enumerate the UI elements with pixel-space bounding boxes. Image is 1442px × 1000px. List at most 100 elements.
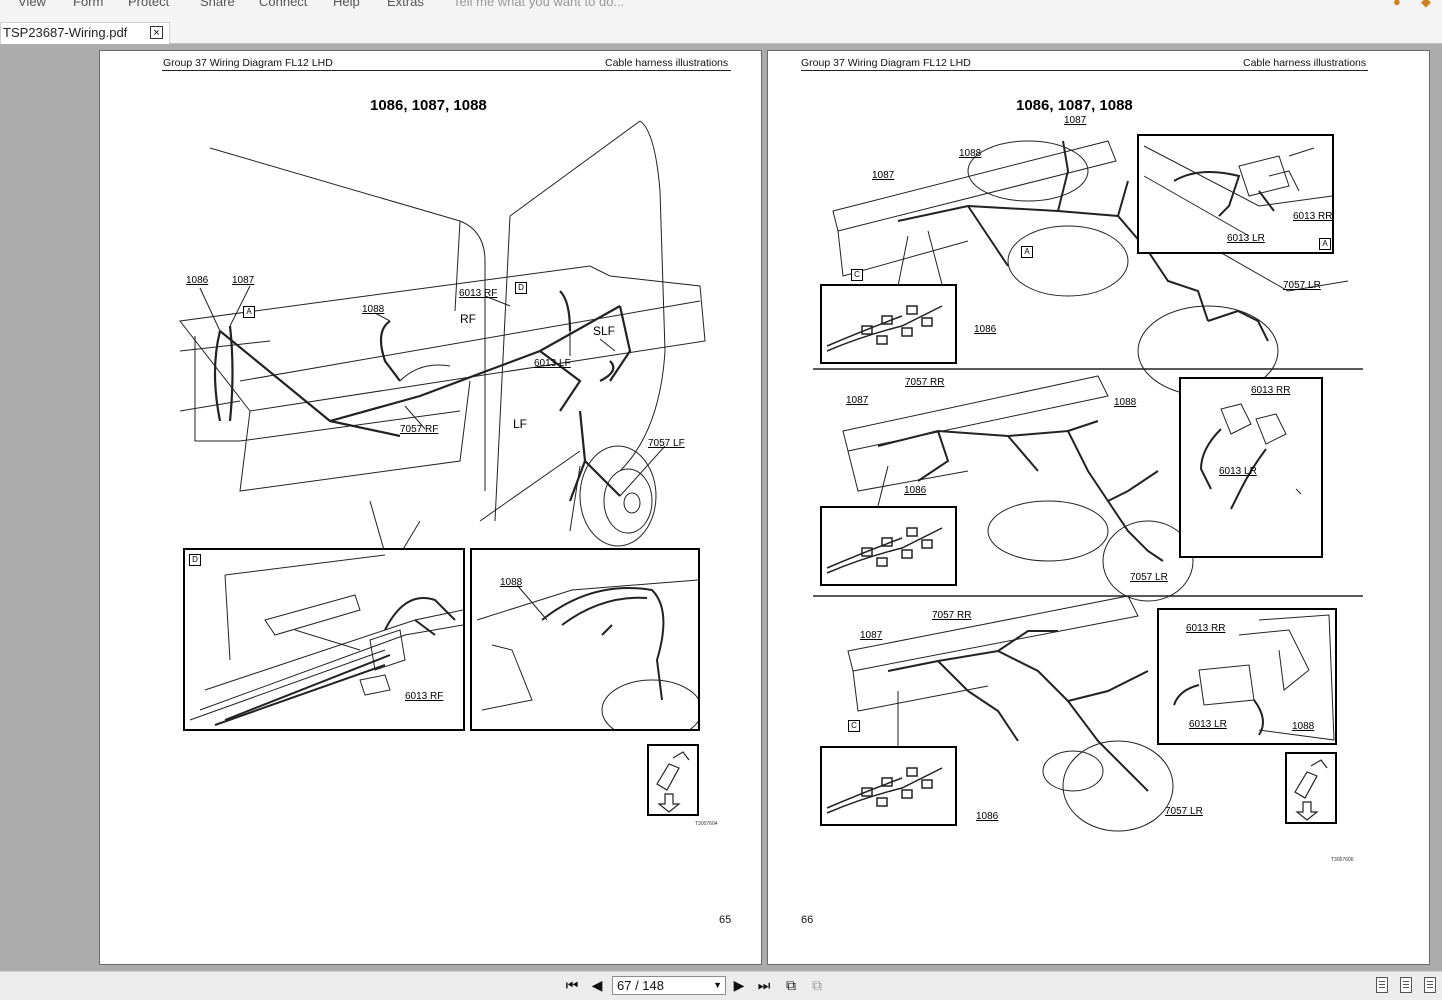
menu-share[interactable]: Share (200, 0, 235, 9)
menu-protect[interactable]: Protect (128, 0, 170, 9)
inset-callout-1088: 1088 (500, 577, 523, 588)
last-page-button[interactable]: ⏭ (757, 977, 771, 993)
menu-bar: View Form Protect Share Connect Help Ext… (0, 0, 1442, 10)
callout-7057-rr-bottom: 7057 RR (932, 610, 972, 621)
callout-1087-mid: 1087 (846, 395, 869, 406)
callout-1087-top: 1087 (1064, 115, 1087, 126)
callout-1086-top: 1086 (974, 324, 997, 335)
callout-lf: LF (513, 417, 528, 431)
inset-bottom-drawing (1173, 614, 1335, 741)
figure-code: T3007604 (695, 821, 718, 827)
status-bar: ⏮ ◀ 67 / 148 ▼ ▶ ⏭ ⧉ ⧉ (0, 971, 1442, 1000)
menu-connect[interactable]: Connect (259, 0, 308, 9)
previous-page-button[interactable]: ◀ (591, 977, 603, 993)
callout-1088-top: 1088 (959, 148, 982, 159)
callout-7057-lr-bottom: 7057 LR (1165, 806, 1203, 817)
page-header-left: Group 37 Wiring Diagram FL12 LHD (163, 57, 333, 69)
close-tab-button[interactable]: × (150, 26, 163, 39)
header-rule (801, 70, 1368, 71)
inset-detail-1088: 1088 (470, 548, 700, 731)
document-tab-bar: TSP23687-Wiring.pdf × (0, 10, 1442, 44)
first-page-button[interactable]: ⏮ (565, 977, 579, 993)
callout-7057-rf: 7057 RF (400, 424, 439, 435)
connector-inset-c-top (820, 284, 957, 364)
connector-inset-middle (820, 506, 957, 586)
inset-a-drawing (1143, 145, 1333, 237)
callout-slf: SLF (593, 324, 616, 338)
inset-callout-6013-rf: 6013 RF (405, 691, 444, 702)
callout-6013-rf: 6013 RF (459, 288, 498, 299)
inset-d-drawing (189, 554, 463, 726)
connector-inset-bottom (820, 746, 957, 826)
callout-7057-lr-top: 7057 LR (1283, 280, 1321, 291)
inset-detail-bottom (1157, 608, 1337, 745)
callout-1088-mid: 1088 (1114, 397, 1137, 408)
wiring-illustration-chassis (179, 120, 706, 573)
callout-1086-bottom: 1086 (976, 811, 999, 822)
callout-1088-bottom: 1088 (1292, 721, 1315, 732)
callout-6013-rr-bottom: 6013 RR (1186, 623, 1226, 634)
callout-6013-lr-mid: 6013 LR (1219, 466, 1257, 477)
pdf-page-66: Group 37 Wiring Diagram FL12 LHD Cable h… (767, 50, 1430, 965)
tab-title: TSP23687-Wiring.pdf (3, 25, 128, 40)
wiring-illustrations (813, 140, 1363, 832)
page-header-right: Cable harness illustrations (605, 57, 729, 69)
chevron-down-icon[interactable]: ▼ (713, 980, 722, 990)
callout-7057-lf: 7057 LF (648, 438, 685, 449)
continuous-view-icon[interactable] (1400, 977, 1412, 993)
menu-form[interactable]: Form (73, 0, 104, 9)
callout-1088: 1088 (362, 304, 385, 315)
detail-marker-c: C (851, 269, 863, 281)
menu-view[interactable]: View (18, 0, 46, 9)
next-view-icon[interactable]: ⧉ (812, 977, 822, 993)
previous-view-icon[interactable]: ⧉ (786, 977, 796, 993)
connector-legend (647, 744, 699, 816)
page-number: 66 (801, 914, 814, 926)
callout-6013-lf: 6013 LF (534, 358, 571, 369)
callout-6013-rr-mid: 6013 RR (1251, 385, 1291, 396)
connector-drawing (826, 527, 943, 574)
document-tab[interactable]: TSP23687-Wiring.pdf × (0, 22, 170, 44)
callout-1086: 1086 (186, 275, 209, 286)
detail-marker-a: A (1021, 246, 1033, 258)
callout-6013-lr-bottom: 6013 LR (1189, 719, 1227, 730)
callout-7057-lr-mid: 7057 LR (1130, 572, 1168, 583)
callout-7057-rr-mid: 7057 RR (905, 377, 945, 388)
page-number-input[interactable]: 67 / 148 ▼ (612, 976, 726, 995)
page-title: 1086, 1087, 1088 (370, 97, 487, 114)
page-header-left: Group 37 Wiring Diagram FL12 LHD (801, 57, 971, 69)
help-icon[interactable]: ● (1393, 0, 1401, 9)
connector-up-arrow-icon (1294, 759, 1328, 821)
connector-up-arrow-icon (656, 751, 690, 813)
figure-code: T3007606 (1331, 857, 1354, 863)
page-header-right: Cable harness illustrations (1243, 57, 1367, 69)
menu-help[interactable]: Help (333, 0, 360, 9)
tell-me-search[interactable]: Tell me what you want to do... (453, 0, 625, 9)
page-title: 1086, 1087, 1088 (1016, 97, 1133, 114)
connector-drawing (826, 305, 943, 352)
facing-view-icon[interactable] (1424, 977, 1436, 993)
callout-1087b-top: 1087 (872, 170, 895, 181)
next-page-button[interactable]: ▶ (733, 977, 745, 993)
connector-legend (1285, 752, 1337, 824)
settings-icon[interactable]: ◆ (1421, 0, 1431, 9)
detail-marker-a: A (243, 306, 255, 318)
pdf-page-65: Group 37 Wiring Diagram FL12 LHD Cable h… (99, 50, 762, 965)
callout-1086-mid: 1086 (904, 485, 927, 496)
callout-1087: 1087 (232, 275, 255, 286)
callout-6013-rr-top: 6013 RR (1293, 211, 1333, 222)
inset-detail-middle (1179, 377, 1323, 558)
inset-detail-a-top (1137, 134, 1334, 254)
single-page-view-icon[interactable] (1376, 977, 1388, 993)
callout-rf: RF (460, 312, 476, 326)
detail-marker-c-bottom: C (848, 720, 860, 732)
inset-d-marker: D (189, 554, 201, 566)
callout-6013-lr-top: 6013 LR (1227, 233, 1265, 244)
header-rule (162, 70, 731, 71)
menu-extras[interactable]: Extras (387, 0, 424, 9)
inset-1088-drawing (476, 579, 698, 729)
page-indicator: 67 / 148 (617, 978, 664, 993)
inset-middle-drawing (1199, 403, 1302, 510)
detail-marker-a-inset: A (1319, 238, 1331, 250)
callout-1087-bottom: 1087 (860, 630, 883, 641)
